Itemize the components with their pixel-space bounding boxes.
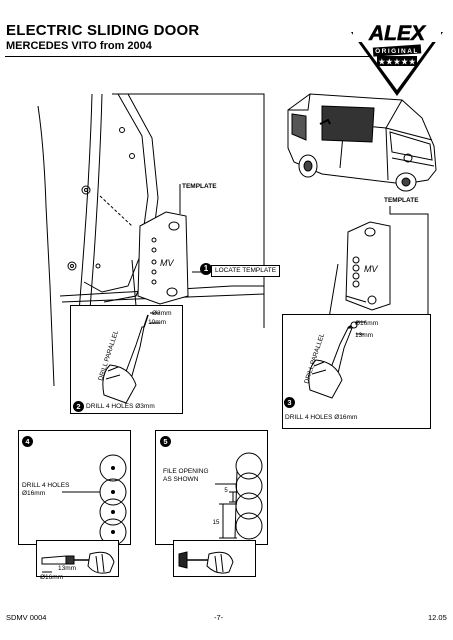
step-2-label: DRILL 4 HOLES Ø3mm	[86, 403, 155, 410]
template-label-1: TEMPLATE	[182, 183, 217, 190]
step-5-line2: AS SHOWN	[163, 476, 199, 483]
step-5-number: 5	[163, 437, 168, 446]
len13-label-4: 13mm	[58, 565, 77, 572]
step-4-number: 4	[25, 437, 30, 446]
panel-drill-16: MV DRILL PARALLEL	[282, 206, 431, 429]
step-4-badge: 4	[22, 436, 33, 447]
dia16-label: Ø16mm	[355, 320, 379, 327]
footer-date: 12.05	[428, 613, 447, 622]
step-5-line1: FILE OPENING	[163, 468, 209, 475]
step-4-label: DRILL 4 HOLES	[22, 482, 70, 489]
logo-stars: ★★★★★	[378, 57, 416, 67]
page-title: ELECTRIC SLIDING DOOR	[6, 22, 200, 39]
step-2-badge: 2	[73, 401, 84, 412]
step-5-badge: 5	[160, 436, 171, 447]
step-1-text: LOCATE TEMPLATE	[215, 267, 277, 274]
footer-code: SDMV 0004	[6, 613, 47, 622]
step-3-label: DRILL 4 HOLES Ø16mm	[285, 414, 358, 421]
len10-label: 10mm	[148, 319, 167, 326]
step-3-badge: 3	[284, 397, 295, 408]
logo-ribbon: ORIGINAL	[375, 48, 419, 55]
dia3-label: Ø3mm	[152, 310, 172, 317]
panel-step-5: 5 15	[155, 430, 268, 577]
panel-step-4	[18, 430, 131, 577]
step-3-number: 3	[287, 398, 292, 407]
template-label-3: TEMPLATE	[384, 197, 419, 204]
step-2-drill-panel: DRILL PARALLEL	[70, 305, 183, 414]
dia16-label-4: Ø16mm	[40, 574, 64, 581]
title-rule	[5, 56, 377, 57]
footer-page: -7-	[214, 613, 224, 622]
dim15-label: 15	[213, 520, 220, 526]
alex-logo: ALEX ORIGINAL ★★★★★	[351, 22, 443, 96]
logo-brand: ALEX	[368, 22, 427, 45]
page-subtitle: MERCEDES VITO from 2004	[6, 40, 152, 52]
template-mark-1: MV	[160, 258, 174, 268]
panel-locate-drill: MV	[37, 93, 265, 387]
step-2-number: 2	[76, 402, 81, 411]
step-4-dia-label: Ø16mm	[22, 490, 46, 497]
step-1-number: 1	[203, 264, 209, 273]
dim5-label: 5	[224, 488, 228, 494]
template-mark-3: MV	[364, 264, 378, 274]
len13-label: 13mm	[355, 332, 374, 339]
step-1-label: LOCATE TEMPLATE	[211, 265, 281, 277]
step-1-badge: 1	[200, 263, 212, 275]
van-illustration	[287, 93, 437, 192]
